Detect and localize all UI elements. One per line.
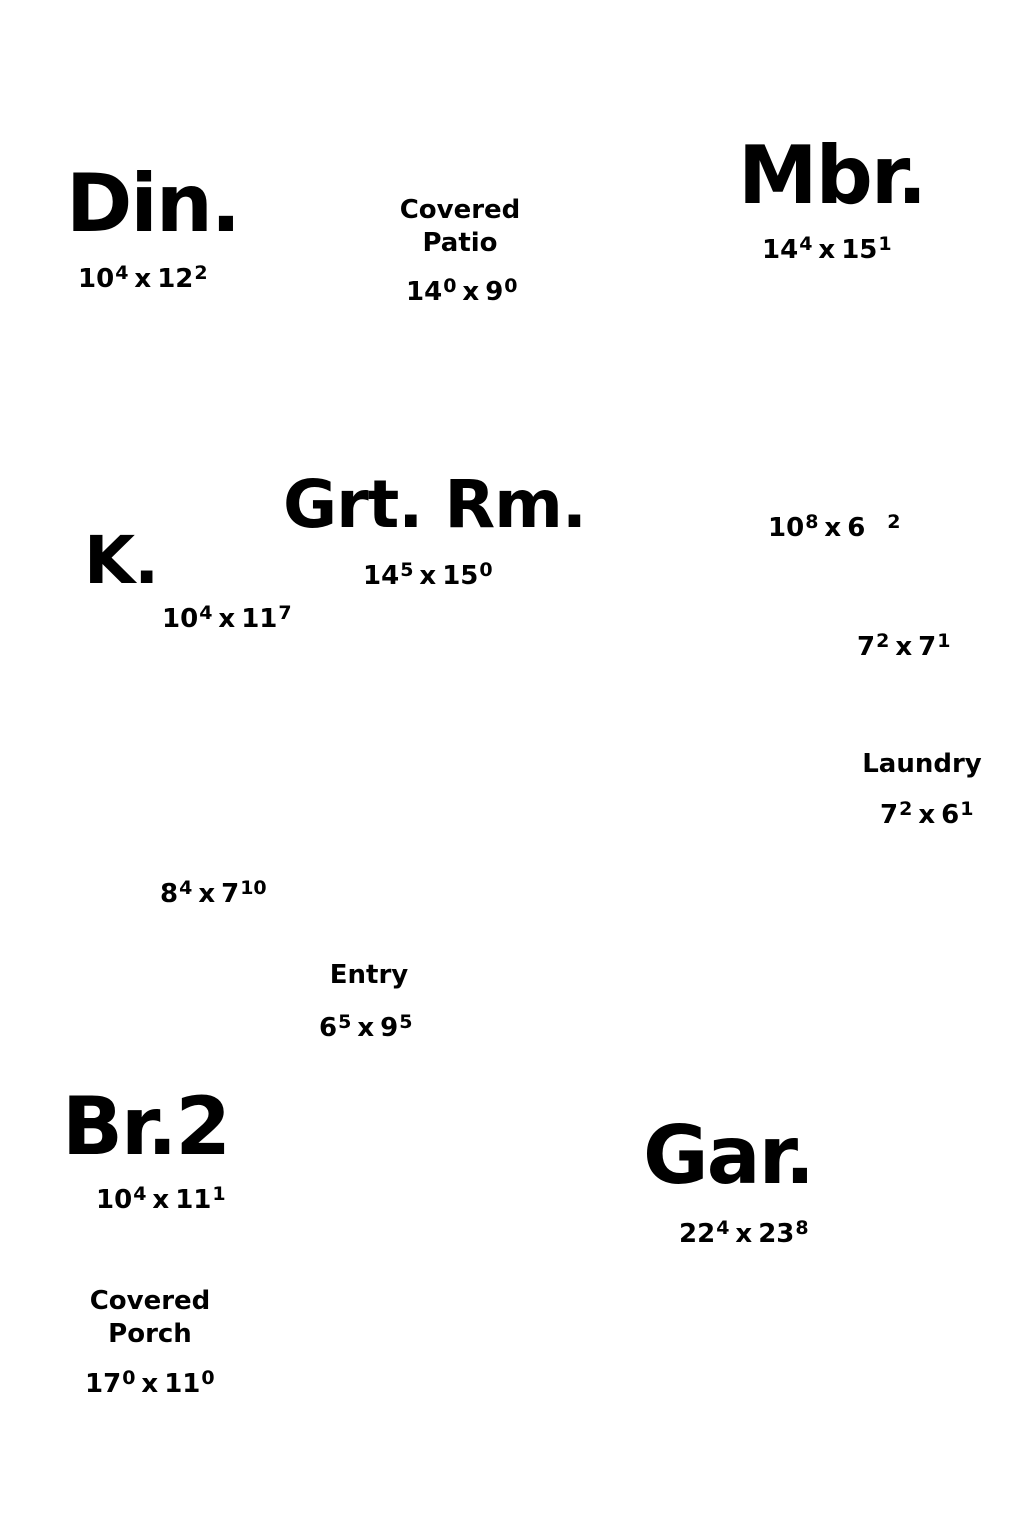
room-name-porch: Covered Porch <box>86 1285 214 1351</box>
length-feet: 12 <box>157 264 194 294</box>
width-inches: 4 <box>799 233 813 255</box>
width-feet: 7 <box>857 632 876 662</box>
length-inches: 8 <box>795 1217 809 1239</box>
width-inches: 8 <box>805 511 819 533</box>
width-feet: 22 <box>679 1219 716 1249</box>
length-inches: 0 <box>201 1367 215 1389</box>
width-feet: 7 <box>880 800 899 830</box>
room-name-line: Covered <box>399 195 521 225</box>
width-feet: 14 <box>762 235 799 265</box>
width-inches: 4 <box>199 602 213 624</box>
length-inches: 2 <box>194 262 208 284</box>
by-symbol: x <box>134 264 152 294</box>
width-inches: 5 <box>338 1011 352 1033</box>
width-inches: 4 <box>179 877 193 899</box>
length-inches: 7 <box>278 602 292 624</box>
width-feet: 6 <box>319 1013 338 1043</box>
by-symbol: x <box>735 1219 753 1249</box>
room-name-line: Covered <box>89 1286 211 1316</box>
room-name-line: Porch <box>108 1319 192 1349</box>
length-inches: 2 <box>887 511 901 533</box>
room-name-laundry: Laundry <box>862 749 982 779</box>
room-name-kitchen: K. <box>84 522 159 599</box>
by-symbol: x <box>818 235 836 265</box>
width-inches: 2 <box>876 630 890 652</box>
room-name-great-room: Grt. Rm. <box>283 466 587 543</box>
length-inches: 1 <box>212 1183 226 1205</box>
length-feet: 11 <box>241 604 278 634</box>
length-inches: 0 <box>479 559 493 581</box>
room-name-garage: Gar. <box>643 1109 815 1202</box>
length-feet: 7 <box>221 879 240 909</box>
length-feet: 6 <box>847 513 866 543</box>
length-inches: 0 <box>504 275 518 297</box>
width-feet: 8 <box>160 879 179 909</box>
width-inches: 2 <box>899 798 913 820</box>
width-inches: 0 <box>122 1367 136 1389</box>
length-inches: 10 <box>240 877 267 899</box>
length-feet: 11 <box>164 1369 201 1399</box>
by-symbol: x <box>824 513 842 543</box>
width-feet: 17 <box>85 1369 122 1399</box>
length-feet: 15 <box>442 561 479 591</box>
by-symbol: x <box>357 1013 375 1043</box>
width-inches: 4 <box>133 1183 147 1205</box>
length-feet: 9 <box>485 277 504 307</box>
room-name-patio: Covered Patio <box>396 194 524 260</box>
length-feet: 11 <box>175 1185 212 1215</box>
length-inches: 1 <box>960 798 974 820</box>
length-feet: 9 <box>380 1013 399 1043</box>
length-feet: 15 <box>841 235 878 265</box>
room-name-line: Patio <box>422 228 498 258</box>
by-symbol: x <box>198 879 216 909</box>
length-feet: 23 <box>758 1219 795 1249</box>
length-feet: 6 <box>941 800 960 830</box>
width-feet: 14 <box>406 277 443 307</box>
by-symbol: x <box>895 632 913 662</box>
width-inches: 5 <box>400 559 414 581</box>
room-name-bedroom-2: Br.2 <box>62 1080 231 1173</box>
width-feet: 10 <box>96 1185 133 1215</box>
width-feet: 14 <box>363 561 400 591</box>
by-symbol: x <box>152 1185 170 1215</box>
width-inches: 4 <box>716 1217 730 1239</box>
width-inches: 0 <box>443 275 457 297</box>
room-name-dining: Din. <box>66 157 241 250</box>
width-feet: 10 <box>78 264 115 294</box>
length-feet: 7 <box>918 632 937 662</box>
length-inches: 5 <box>399 1011 413 1033</box>
width-inches: 4 <box>115 262 129 284</box>
by-symbol: x <box>419 561 437 591</box>
length-inches: 1 <box>937 630 951 652</box>
length-inches: 1 <box>878 233 892 255</box>
by-symbol: x <box>918 800 936 830</box>
room-name-entry: Entry <box>329 960 409 990</box>
by-symbol: x <box>218 604 236 634</box>
by-symbol: x <box>462 277 480 307</box>
width-feet: 10 <box>768 513 805 543</box>
by-symbol: x <box>141 1369 159 1399</box>
room-name-master: Mbr. <box>738 129 927 222</box>
width-feet: 10 <box>162 604 199 634</box>
